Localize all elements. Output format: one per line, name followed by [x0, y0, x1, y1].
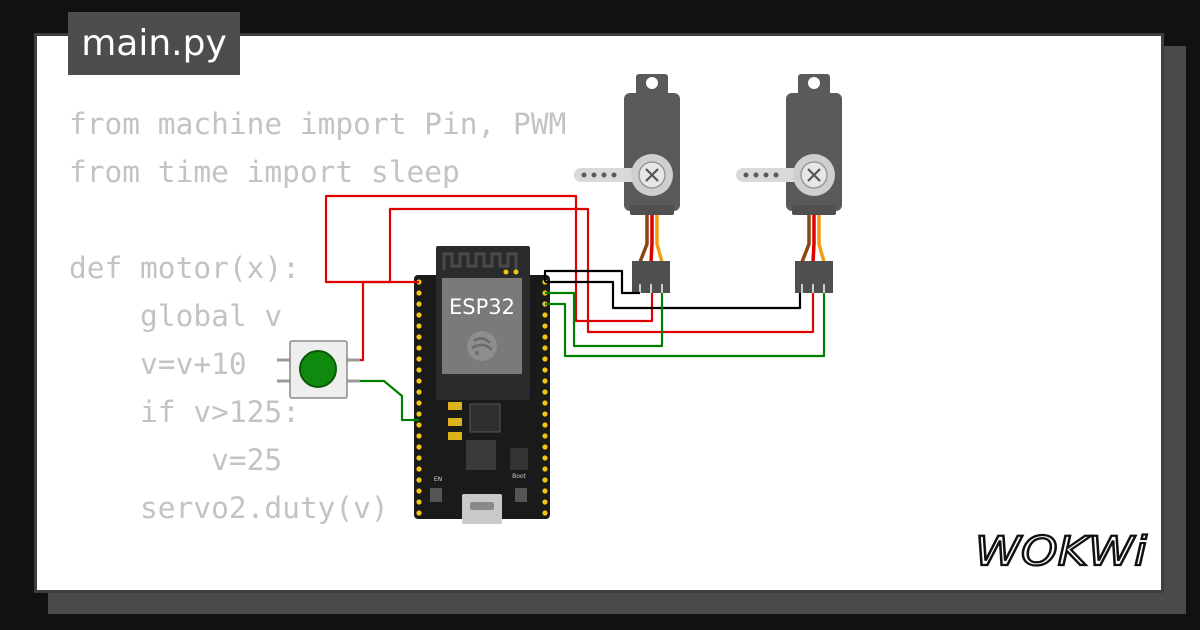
wire-vin-servo1: [324, 194, 654, 323]
wokwi-logo: WOKWi: [975, 528, 1148, 576]
wire-vin-servo2: [360, 207, 815, 362]
wire-gnd-servo2: [545, 280, 802, 310]
wokwi-logo-text: WOKWi: [975, 529, 1147, 575]
servo-1[interactable]: [574, 74, 680, 293]
servo-2[interactable]: [736, 74, 842, 293]
button-cap[interactable]: [299, 350, 337, 388]
wifi-antenna-icon: [442, 252, 518, 270]
servo-2-bottom-tab: [792, 205, 836, 215]
wire-signal-servo1: [545, 291, 664, 348]
esp32-board[interactable]: ESP32 EN Boot: [414, 246, 550, 524]
project-card[interactable]: [34, 33, 1164, 593]
code-line-2: from time import sleep: [69, 155, 460, 189]
servo-2-cable: [800, 215, 826, 263]
en-label: EN: [434, 476, 442, 483]
espressif-logo-icon: [467, 331, 497, 361]
en-button[interactable]: [430, 488, 442, 502]
code-line-7: if v>125:: [69, 395, 300, 429]
servo-1-cable: [638, 215, 664, 263]
right-pin-header: [542, 279, 548, 516]
code-line-6: v=v+10: [69, 347, 247, 381]
code-line-1: from machine import Pin, PWM: [69, 107, 567, 141]
code-line-5: global v: [69, 299, 283, 333]
file-tab[interactable]: main.py: [68, 12, 240, 75]
boot-label: Boot: [512, 473, 526, 480]
chip-label: ESP32: [449, 295, 515, 319]
servo-1-bottom-tab: [630, 205, 674, 215]
left-pin-header: [416, 279, 422, 516]
code-line-4: def motor(x):: [69, 251, 300, 285]
code-preview: from machine import Pin, PWM from time im…: [69, 100, 566, 532]
servo-2-mount-hole: [808, 77, 820, 89]
push-button[interactable]: [277, 340, 360, 399]
wires: [324, 194, 826, 422]
boot-button[interactable]: [515, 488, 527, 502]
voltage-regulator: [469, 403, 501, 433]
wire-button-signal: [360, 379, 419, 422]
servo-1-mount-hole: [646, 77, 658, 89]
code-line-9: servo2.duty(v): [69, 491, 389, 525]
wire-signal-servo2: [545, 293, 826, 358]
code-line-8: v=25: [69, 443, 283, 477]
wire-gnd-servo1: [543, 269, 640, 295]
usb-uart-chip: [466, 440, 496, 470]
